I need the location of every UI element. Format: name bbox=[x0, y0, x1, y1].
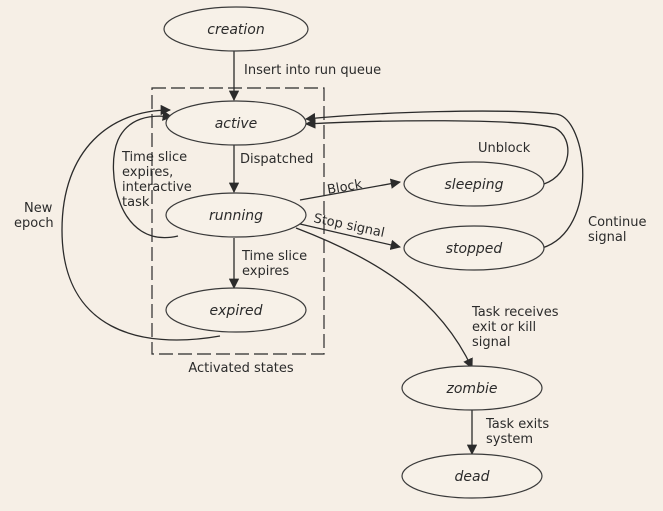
label-unblock: Unblock bbox=[478, 141, 531, 156]
state-expired-label: expired bbox=[210, 303, 263, 319]
label-task-exits-2: system bbox=[486, 432, 533, 447]
label-interactive-3: interactive bbox=[122, 180, 192, 195]
label-task-receives-2: exit or kill bbox=[472, 320, 536, 335]
label-time-slice-expires-2: expires bbox=[242, 264, 289, 279]
state-running: running bbox=[165, 192, 307, 238]
label-stop-signal: Stop signal bbox=[312, 211, 386, 241]
label-continue-2: signal bbox=[588, 230, 626, 245]
state-zombie-label: zombie bbox=[446, 381, 498, 397]
label-dispatched: Dispatched bbox=[240, 152, 313, 167]
edge-sleeping-active bbox=[304, 118, 569, 185]
edge-running-stopped bbox=[299, 223, 402, 250]
label-new-epoch-1: New bbox=[24, 201, 53, 216]
edge-running-sleeping bbox=[299, 178, 402, 201]
label-insert: Insert into run queue bbox=[244, 63, 381, 78]
activated-states-label: Activated states bbox=[188, 361, 294, 376]
label-continue-1: Continue bbox=[588, 215, 646, 230]
label-interactive-1: Time slice bbox=[121, 150, 187, 165]
activated-states-box bbox=[151, 87, 325, 355]
edge-stopped-active bbox=[304, 110, 584, 249]
label-new-epoch-2: epoch bbox=[14, 216, 54, 231]
label-block: Block bbox=[326, 177, 364, 198]
state-creation: creation bbox=[163, 6, 309, 52]
label-task-exits-1: Task exits bbox=[485, 417, 549, 432]
state-active-label: active bbox=[215, 116, 258, 132]
state-sleeping-label: sleeping bbox=[445, 177, 504, 193]
state-stopped: stopped bbox=[403, 225, 545, 271]
label-interactive-2: expires, bbox=[122, 165, 173, 180]
state-stopped-label: stopped bbox=[446, 241, 503, 257]
state-expired: expired bbox=[165, 287, 307, 333]
label-interactive-4: task bbox=[122, 195, 150, 210]
state-dead-label: dead bbox=[455, 469, 490, 485]
state-creation-label: creation bbox=[207, 22, 264, 38]
edge-running-active-interactive bbox=[112, 110, 179, 239]
edge-expired-active-epoch bbox=[61, 104, 221, 341]
state-active: active bbox=[165, 100, 307, 146]
state-zombie: zombie bbox=[401, 365, 543, 411]
state-running-label: running bbox=[209, 208, 263, 224]
label-time-slice-expires-1: Time slice bbox=[241, 249, 307, 264]
state-dead: dead bbox=[401, 453, 543, 499]
edge-running-zombie bbox=[295, 227, 473, 369]
label-task-receives-3: signal bbox=[472, 335, 510, 350]
label-task-receives-1: Task receives bbox=[471, 305, 559, 320]
state-sleeping: sleeping bbox=[403, 161, 545, 207]
